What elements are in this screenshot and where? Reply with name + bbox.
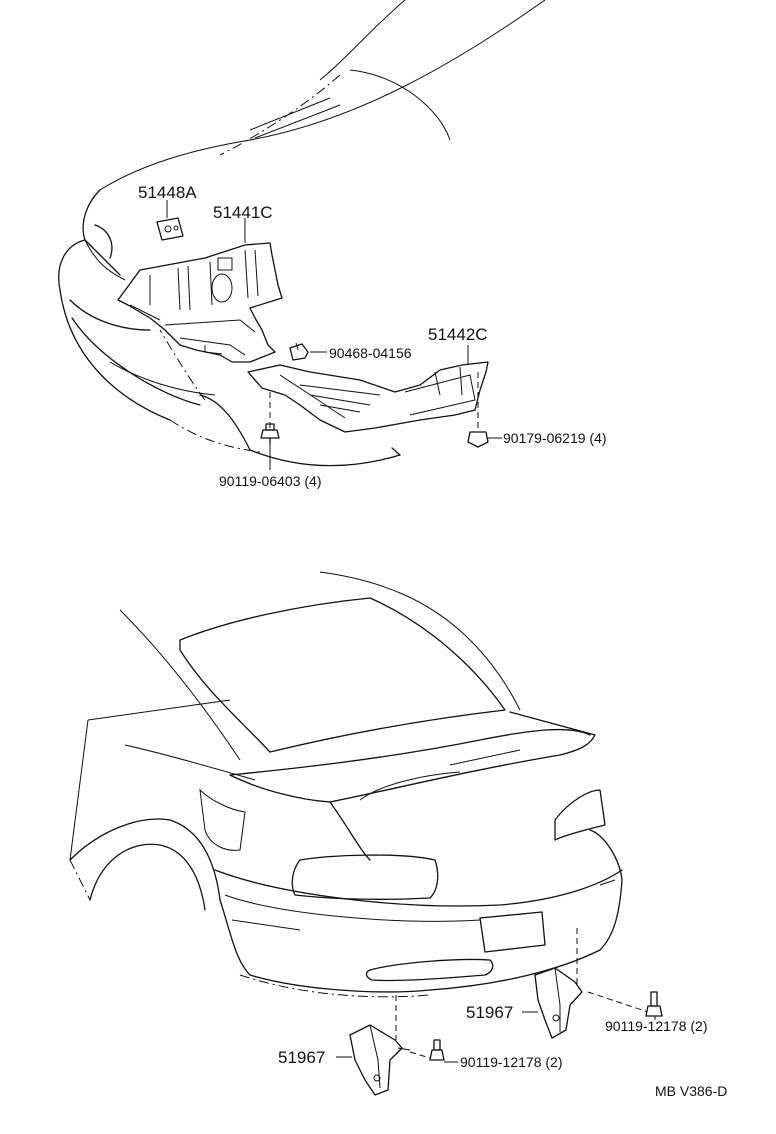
label-51441c: 51441C — [213, 203, 273, 222]
leader-lines — [244, 218, 538, 1058]
label-90119-06403: 90119-06403 (4) — [219, 473, 321, 489]
label-51967-upper: 51967 — [466, 1003, 513, 1022]
label-90468-04156: 90468-04156 — [329, 345, 412, 361]
part-51967-bracket-upper — [534, 928, 649, 1039]
part-51967-bracket-lower — [349, 995, 431, 1096]
fastener-90119-12178-upper — [645, 991, 663, 1020]
rear-car-body — [69, 571, 623, 998]
label-90119-12178-upper: 90119-12178 (2) — [605, 1018, 707, 1034]
label-90119-12178-lower: 90119-12178 (2) — [460, 1054, 562, 1070]
label-51448a: 51448A — [138, 183, 197, 202]
part-51442c-under-cover — [247, 345, 489, 433]
fastener-90119-12178-lower — [429, 1039, 458, 1063]
fastener-90179-06219 — [467, 372, 502, 448]
part-51441c-under-cover — [117, 242, 283, 363]
front-car-body — [58, 0, 546, 467]
part-90468-clip — [289, 342, 327, 361]
label-51442c: 51442C — [428, 325, 488, 344]
label-90179-06219: 90179-06219 (4) — [503, 430, 607, 446]
label-51967-lower: 51967 — [278, 1048, 325, 1067]
part-51448a-clip — [156, 200, 184, 241]
diagram-code: MB V386-D — [655, 1083, 727, 1099]
fastener-90119-06403 — [260, 392, 280, 470]
